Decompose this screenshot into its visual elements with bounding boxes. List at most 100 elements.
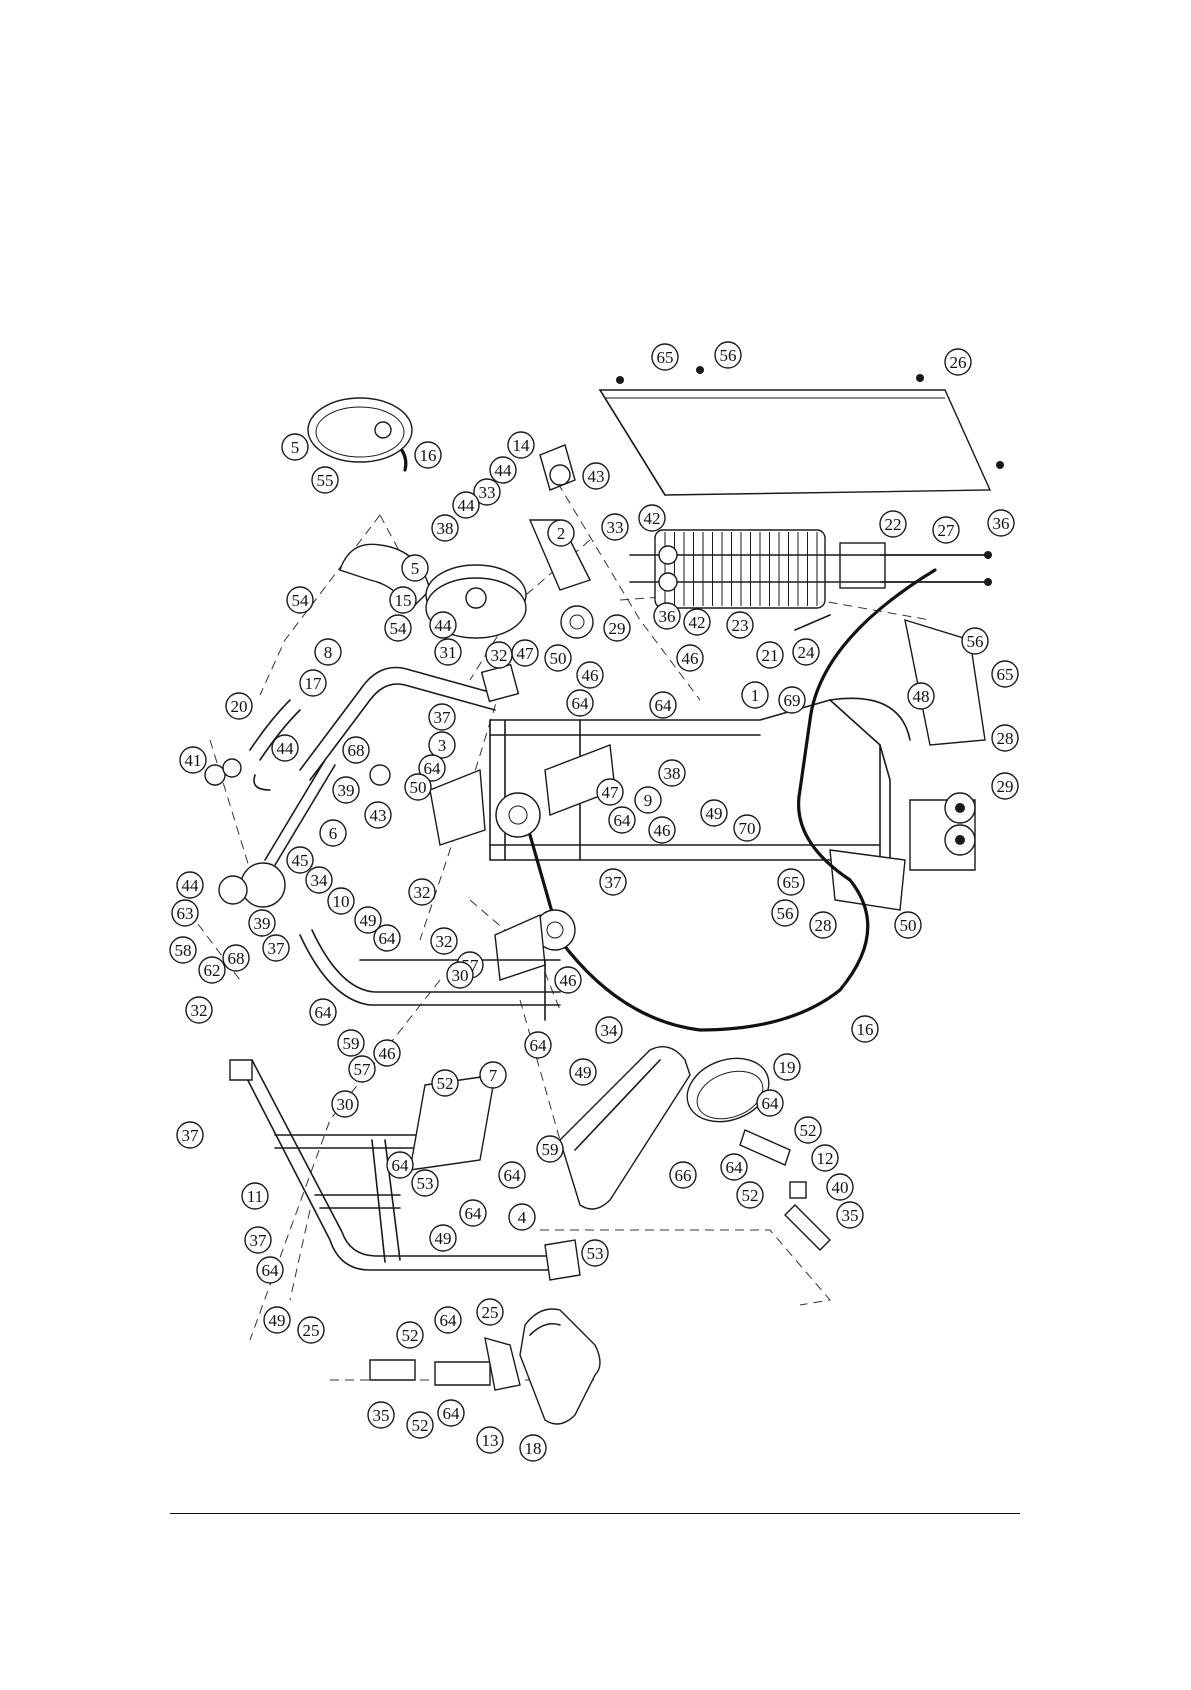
part-number-label: 62 — [204, 961, 221, 980]
part-number-label: 22 — [885, 515, 902, 534]
callout-64h: 64 — [498, 1161, 526, 1189]
callout-32b: 32 — [408, 878, 436, 906]
part-number-label: 50 — [410, 778, 427, 797]
part-number-label: 56 — [720, 346, 737, 365]
part-number-label: 40 — [832, 1178, 849, 1197]
callout-52c: 52 — [736, 1181, 764, 1209]
part-number-label: 39 — [338, 781, 355, 800]
part-number-label: 64 — [726, 1158, 744, 1177]
part-number-label: 49 — [706, 804, 723, 823]
part-number-label: 32 — [191, 1001, 208, 1020]
part-number-label: 43 — [370, 806, 387, 825]
part-number-label: 46 — [582, 666, 599, 685]
part-18-seat — [519, 1308, 601, 1425]
part-number-label: 56 — [777, 904, 794, 923]
callout-33a: 33 — [473, 478, 501, 506]
callout-28b: 28 — [809, 911, 837, 939]
callout-31: 31 — [434, 638, 462, 666]
part-number-label: 35 — [373, 1406, 390, 1425]
part-number-label: 10 — [333, 892, 350, 911]
callout-30b: 30 — [331, 1090, 359, 1118]
part-number-label: 65 — [783, 873, 800, 892]
callout-44b: 44 — [452, 491, 480, 519]
callout-37b: 37 — [599, 868, 627, 896]
footer-rule — [170, 1513, 1020, 1514]
callout-64n: 64 — [434, 1306, 462, 1334]
part-number-label: 38 — [664, 764, 681, 783]
callout-49a: 49 — [700, 799, 728, 827]
callout-3: 3 — [428, 731, 456, 759]
callout-64l: 64 — [720, 1153, 748, 1181]
part-number-label: 12 — [817, 1149, 834, 1168]
part-number-label: 64 — [762, 1094, 780, 1113]
part-number-label: 6 — [329, 824, 338, 843]
callout-21: 21 — [756, 641, 784, 669]
part-number-label: 66 — [675, 1166, 692, 1185]
callout-49e: 49 — [263, 1306, 291, 1334]
part-number-label: 53 — [417, 1174, 434, 1193]
part-number-label: 23 — [732, 616, 749, 635]
callout-30a: 30 — [446, 961, 474, 989]
callout-23: 23 — [726, 611, 754, 639]
callout-33b: 33 — [601, 513, 629, 541]
part-number-label: 64 — [392, 1156, 410, 1175]
callout-16a: 16 — [414, 441, 442, 469]
part-number-label: 5 — [291, 438, 300, 457]
callout-64g: 64 — [524, 1031, 552, 1059]
part-number-label: 42 — [644, 509, 661, 528]
part-number-label: 43 — [588, 467, 605, 486]
part-2-arm — [528, 444, 591, 591]
part-number-label: 26 — [950, 353, 967, 372]
part-number-label: 49 — [269, 1311, 286, 1330]
part-number-label: 64 — [315, 1003, 333, 1022]
callout-6: 6 — [319, 819, 347, 847]
callout-32c: 32 — [430, 927, 458, 955]
callout-64c: 64 — [418, 754, 446, 782]
part-number-label: 52 — [402, 1326, 419, 1345]
callout-42b: 42 — [683, 608, 711, 636]
callout-64i: 64 — [386, 1151, 414, 1179]
callout-46c: 46 — [648, 816, 676, 844]
part-number-label: 64 — [440, 1311, 458, 1330]
part-number-label: 39 — [254, 914, 271, 933]
part-number-label: 33 — [479, 483, 496, 502]
callout-15: 15 — [389, 586, 417, 614]
part-number-label: 45 — [292, 851, 309, 870]
part-number-label: 64 — [530, 1036, 548, 1055]
part-number-label: 38 — [437, 519, 454, 538]
callout-55: 55 — [311, 466, 339, 494]
callout-64o: 64 — [437, 1399, 465, 1427]
part-number-label: 44 — [182, 876, 200, 895]
callout-45: 45 — [286, 846, 314, 874]
callout-16b: 16 — [851, 1015, 879, 1043]
part-number-label: 64 — [379, 929, 397, 948]
callout-43a: 43 — [582, 462, 610, 490]
part-66-back-pad — [409, 1046, 691, 1210]
part-number-label: 41 — [185, 751, 202, 770]
callout-29a: 29 — [603, 614, 631, 642]
part-number-label: 49 — [575, 1063, 592, 1082]
callout-54b: 54 — [384, 614, 412, 642]
part-number-label: 55 — [317, 471, 334, 490]
callout-64m: 64 — [256, 1256, 284, 1284]
part-23-weight-stack — [629, 529, 991, 631]
callout-11: 11 — [241, 1182, 269, 1210]
part-number-label: 64 — [443, 1404, 461, 1423]
callout-17: 17 — [299, 669, 327, 697]
callout-40: 40 — [826, 1173, 854, 1201]
callout-9: 9 — [634, 786, 662, 814]
part-number-label: 37 — [268, 939, 286, 958]
part-number-label: 11 — [247, 1187, 263, 1206]
part-number-label: 64 — [504, 1166, 522, 1185]
callout-50a: 50 — [544, 644, 572, 672]
part-number-label: 21 — [762, 646, 779, 665]
part-number-label: 59 — [542, 1140, 559, 1159]
callout-64f: 64 — [309, 998, 337, 1026]
callout-52a: 52 — [431, 1069, 459, 1097]
callout-32d: 32 — [185, 996, 213, 1024]
part-number-label: 64 — [572, 694, 590, 713]
callout-53a: 53 — [411, 1169, 439, 1197]
part-number-label: 4 — [518, 1208, 527, 1227]
callout-39b: 39 — [248, 909, 276, 937]
callout-62: 62 — [198, 956, 226, 984]
